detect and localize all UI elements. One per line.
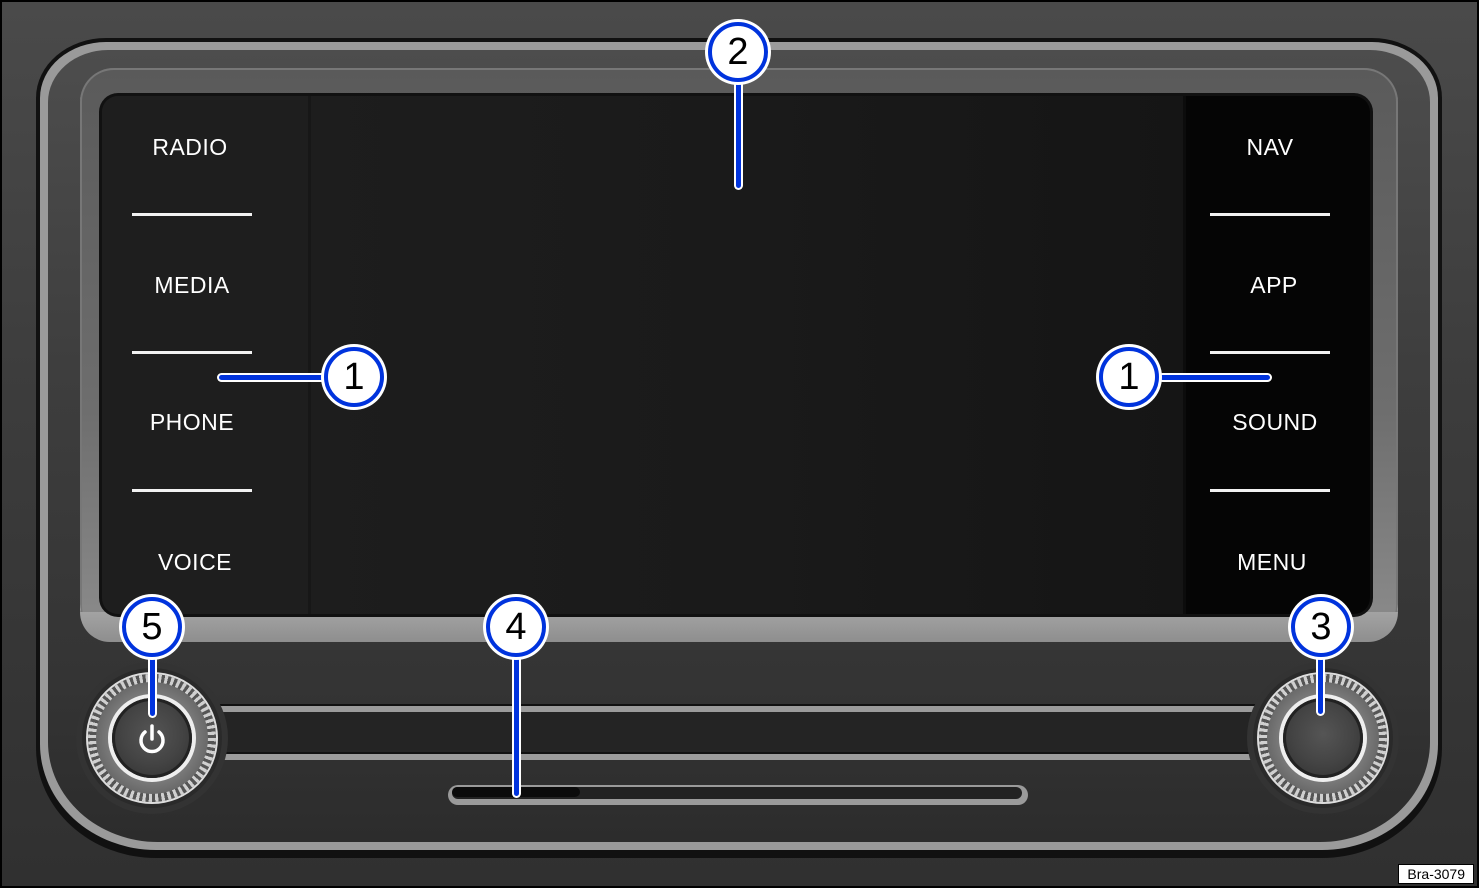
callout-1-left-leader: [219, 375, 329, 380]
figure-reference-code: Bra-3079: [1398, 864, 1474, 884]
callout-4-leader: [514, 650, 519, 796]
callout-1-left: 1: [324, 347, 384, 407]
trim-rail-lower: [210, 752, 1270, 760]
right-menu-panel: NAV APP SOUND MENU: [1183, 96, 1370, 614]
menu-divider: [1210, 489, 1330, 492]
menu-divider: [1210, 213, 1330, 216]
right-rotary-knob[interactable]: [1253, 668, 1393, 808]
radio-button[interactable]: RADIO: [152, 134, 228, 160]
callout-3: 3: [1291, 597, 1351, 657]
phone-button[interactable]: PHONE: [149, 409, 235, 435]
sound-button[interactable]: SOUND: [1232, 409, 1318, 435]
menu-divider: [132, 489, 252, 492]
power-volume-knob[interactable]: [82, 668, 222, 808]
knob-push-button[interactable]: [1283, 698, 1363, 778]
menu-divider: [132, 351, 252, 354]
callout-1-right: 1: [1099, 347, 1159, 407]
trim-rail-upper: [210, 704, 1270, 712]
screen-frame-lip: [80, 612, 1398, 642]
power-button[interactable]: [112, 698, 192, 778]
callout-5-leader: [150, 650, 155, 716]
menu-button[interactable]: MENU: [1237, 549, 1307, 575]
menu-divider: [1210, 351, 1330, 354]
callout-2: 2: [708, 22, 768, 82]
trim-channel: [210, 712, 1270, 752]
nav-button[interactable]: NAV: [1246, 134, 1294, 160]
voice-button[interactable]: VOICE: [157, 549, 233, 575]
callout-5: 5: [122, 597, 182, 657]
display-area[interactable]: [311, 96, 1183, 614]
app-button[interactable]: APP: [1250, 272, 1298, 298]
callout-1-right-leader: [1160, 375, 1270, 380]
callout-3-leader: [1318, 650, 1323, 714]
media-button[interactable]: MEDIA: [154, 272, 230, 298]
left-menu-panel: RADIO MEDIA PHONE VOICE: [102, 96, 311, 614]
callout-2-leader: [736, 80, 741, 188]
card-slot[interactable]: [452, 787, 1022, 799]
power-icon: [139, 724, 165, 754]
callout-4: 4: [486, 597, 546, 657]
menu-divider: [132, 213, 252, 216]
